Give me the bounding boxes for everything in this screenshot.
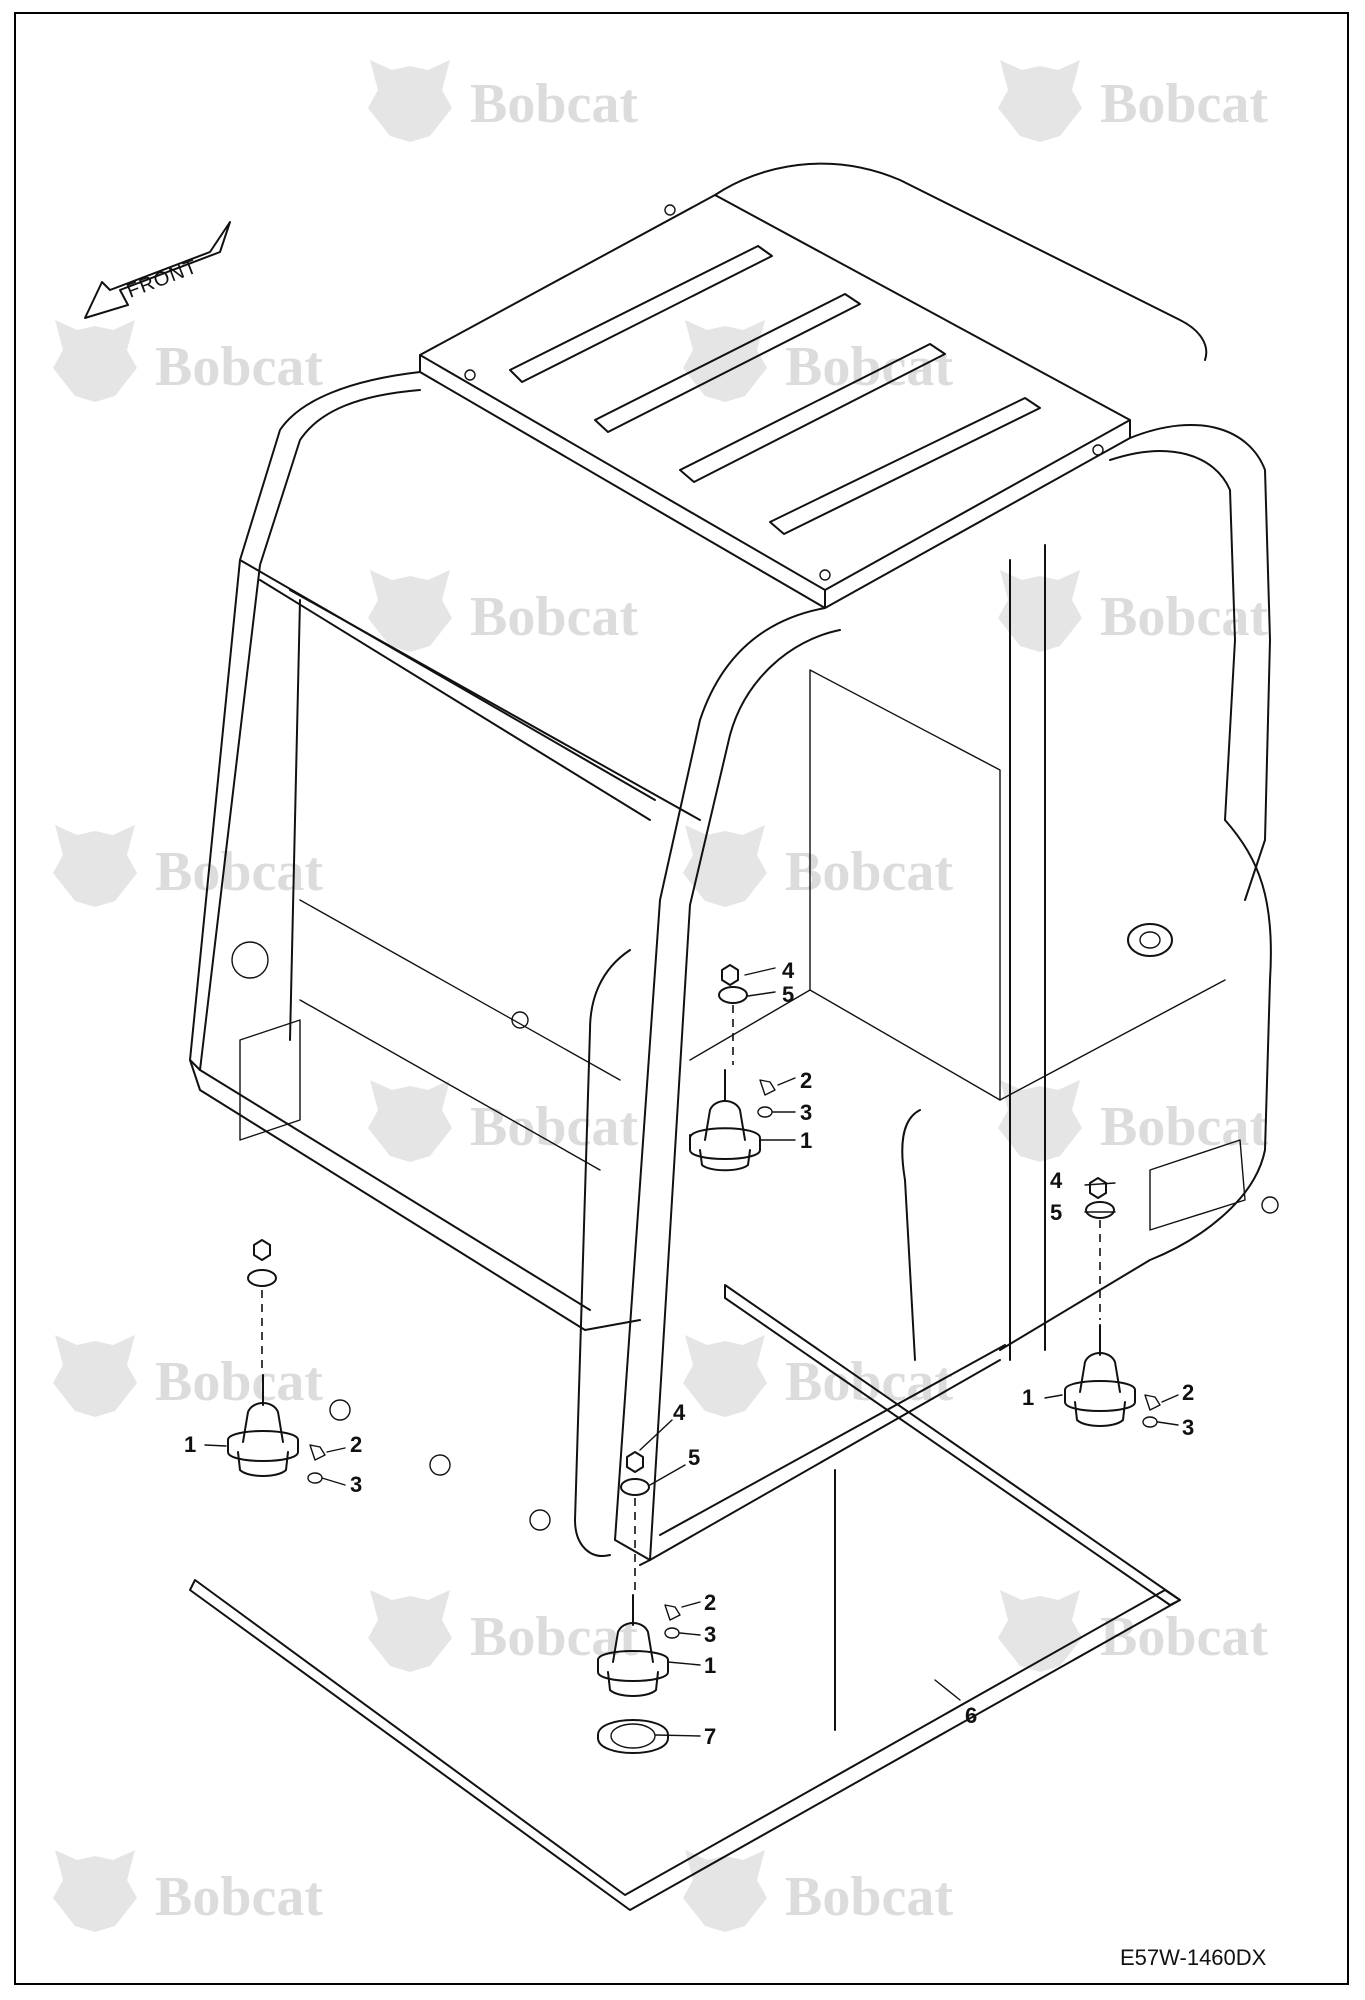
watermark-text: Bobcat: [470, 1096, 638, 1158]
callout-3-rear: 3: [800, 1100, 812, 1125]
watermark-text: Bobcat: [470, 73, 638, 135]
callout-1-front: 1: [704, 1653, 716, 1678]
watermark: Bobcat: [368, 1080, 638, 1162]
watermark: Bobcat: [53, 825, 323, 907]
watermark: Bobcat: [368, 570, 638, 652]
watermark: Bobcat: [998, 60, 1268, 142]
cab-frame: [189, 371, 1279, 1566]
watermark: Bobcat: [998, 570, 1268, 652]
mount-rear: [689, 964, 776, 1172]
watermark-text: Bobcat: [1100, 1096, 1268, 1158]
watermark: Bobcat: [683, 1335, 953, 1417]
callout-4-right: 4: [1050, 1168, 1063, 1193]
callout-3-left: 3: [350, 1472, 362, 1497]
callout-4-front: 4: [673, 1400, 686, 1425]
callout-1-left: 1: [184, 1432, 196, 1457]
mount-left: [227, 1239, 326, 1484]
watermark: Bobcat: [53, 320, 323, 402]
watermark: Bobcat: [998, 1590, 1268, 1672]
watermark: Bobcat: [368, 1590, 638, 1672]
watermark-text: Bobcat: [1100, 1606, 1268, 1668]
callout-6-seal: 6: [965, 1703, 977, 1728]
bobcat-logo-icon: [368, 60, 452, 142]
watermark: Bobcat: [368, 60, 638, 142]
watermark-text: Bobcat: [785, 1866, 953, 1928]
watermark-text: Bobcat: [785, 1351, 953, 1413]
bobcat-logo-icon: [368, 1080, 452, 1162]
callout-2-rear: 2: [800, 1068, 812, 1093]
watermark-text: Bobcat: [155, 841, 323, 903]
watermark: Bobcat: [683, 1850, 953, 1932]
bobcat-logo-icon: [53, 825, 137, 907]
watermark-text: Bobcat: [470, 1606, 638, 1668]
floor-seal: [189, 1284, 1181, 1911]
mount-front: [597, 1451, 681, 1754]
callout-3-front: 3: [704, 1622, 716, 1647]
watermark: Bobcat: [683, 320, 953, 402]
callout-3-right: 3: [1182, 1415, 1194, 1440]
watermark-text: Bobcat: [1100, 73, 1268, 135]
callout-5-front: 5: [688, 1445, 700, 1470]
watermark-text: Bobcat: [155, 1351, 323, 1413]
watermark-text: Bobcat: [1100, 586, 1268, 648]
bobcat-logo-icon: [683, 825, 767, 907]
callout-2-right: 2: [1182, 1380, 1194, 1405]
callout-1-rear: 1: [800, 1128, 812, 1153]
bobcat-logo-icon: [683, 1335, 767, 1417]
callout-2-front: 2: [704, 1590, 716, 1615]
watermark-layer: Bobcat Bobcat Bobcat Bobcat Bobcat Bobca…: [53, 60, 1268, 1932]
leader-lines: [204, 967, 1179, 1737]
watermark: Bobcat: [53, 1850, 323, 1932]
figure-id: E57W-1460DX: [1120, 1945, 1267, 1970]
bobcat-logo-icon: [53, 1335, 137, 1417]
callouts: 4 5 2 3 1 4 5 1 2 3 1 2 3 4 5 2 3 1 7 6: [184, 958, 1194, 1749]
watermark: Bobcat: [998, 1080, 1268, 1162]
watermark-text: Bobcat: [155, 336, 323, 398]
watermark-text: Bobcat: [470, 586, 638, 648]
callout-7-front: 7: [704, 1724, 716, 1749]
bobcat-logo-icon: [368, 1590, 452, 1672]
front-arrow-icon: FRONT: [84, 221, 231, 319]
watermark: Bobcat: [683, 825, 953, 907]
front-label: FRONT: [124, 256, 201, 303]
watermark-text: Bobcat: [155, 1866, 323, 1928]
callout-2-left: 2: [350, 1432, 362, 1457]
watermark: Bobcat: [53, 1335, 323, 1417]
bobcat-logo-icon: [998, 60, 1082, 142]
mount-right: [1064, 1177, 1161, 1428]
bobcat-logo-icon: [683, 320, 767, 402]
callout-1-right: 1: [1022, 1385, 1034, 1410]
drawing-frame: [14, 12, 1349, 1985]
bobcat-logo-icon: [53, 320, 137, 402]
callout-5-rear: 5: [782, 982, 794, 1007]
watermark-text: Bobcat: [785, 841, 953, 903]
bobcat-logo-icon: [683, 1850, 767, 1932]
bobcat-logo-icon: [53, 1850, 137, 1932]
callout-4-rear: 4: [782, 958, 795, 983]
callout-5-right: 5: [1050, 1200, 1062, 1225]
